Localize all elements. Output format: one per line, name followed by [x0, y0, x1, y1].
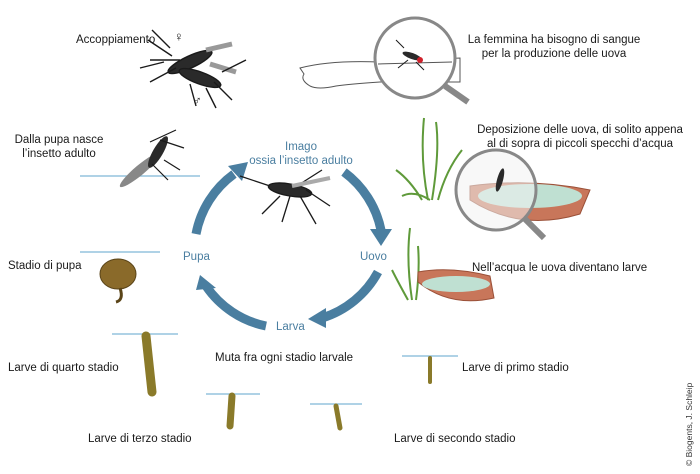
credit-text: © Biogents, J. Schleip [684, 382, 694, 466]
label-emergence: Dalla pupa nasce l’insetto adulto [4, 133, 114, 161]
label-pupa-stage: Stadio di pupa [8, 260, 82, 272]
cycle-label-pupa: Pupa [183, 251, 210, 263]
male-symbol: ♂ [192, 93, 202, 108]
cycle-label-uovo: Uovo [360, 251, 387, 263]
mating-mosquitoes-illustration [139, 29, 247, 109]
label-egg-laying: Deposizione delle uova, di solito appena… [470, 123, 690, 151]
label-first-stage: Larve di primo stadio [462, 362, 569, 374]
emerging-adult-illustration [80, 129, 200, 188]
larva-fourth-stage-illustration [112, 331, 178, 397]
label-egg-laying-line-2: al di sopra di piccoli specchi d’acqua [486, 138, 674, 150]
label-eggs-to-larvae: Nell’acqua le uova diventano larve [472, 262, 648, 274]
arrow-uovo-to-larva [320, 269, 382, 323]
label-egg-laying-line-1: Deposizione delle uova, di solito appena [477, 124, 683, 136]
label-fourth-stage: Larve di quarto stadio [8, 362, 119, 374]
label-third-stage: Larve di terzo stadio [88, 433, 192, 445]
egg-laying-illustration [395, 117, 591, 241]
pupa-illustration [80, 251, 160, 304]
arrowhead-larva [308, 308, 326, 328]
arrow-pupa-to-imago [191, 170, 237, 235]
larva-first-stage-illustration [402, 355, 458, 384]
female-symbol: ♀ [174, 29, 184, 44]
label-blood-meal: La femmina ha bisogno di sangue per la p… [464, 33, 644, 61]
label-blood-meal-line-2: per la produzione delle uova [481, 48, 627, 60]
larva-third-stage-illustration [206, 392, 260, 430]
label-second-stage: Larve di secondo stadio [394, 433, 516, 445]
label-emergence-line-1: Dalla pupa nasce [14, 134, 104, 146]
arrow-imago-to-uovo [341, 168, 386, 232]
cycle-label-imago-line-2: ossia l’insetto adulto [249, 155, 353, 167]
label-molting: Muta fra ogni stadio larvale [215, 352, 354, 364]
label-emergence-line-2: l’insetto adulto [22, 148, 96, 160]
eggs-to-larvae-illustration [391, 227, 495, 302]
arrowhead-uovo [370, 229, 392, 246]
blood-meal-illustration [299, 16, 470, 105]
arrowhead-pupa [196, 275, 216, 290]
cycle-arrowheads [196, 162, 392, 328]
label-accoppiamento: Accoppiamento [76, 34, 156, 46]
arrow-larva-to-pupa [202, 283, 268, 331]
cycle-label-imago: Imago ossia l’insetto adulto [226, 140, 376, 168]
larva-second-stage-illustration [310, 403, 362, 431]
cycle-label-imago-line-1: Imago [285, 141, 317, 153]
adult-mosquito-illustration [239, 169, 331, 225]
arrowhead-imago [228, 162, 248, 181]
cycle-label-larva: Larva [276, 321, 305, 333]
cycle-arrows [191, 168, 386, 331]
label-blood-meal-line-1: La femmina ha bisogno di sangue [467, 34, 641, 46]
